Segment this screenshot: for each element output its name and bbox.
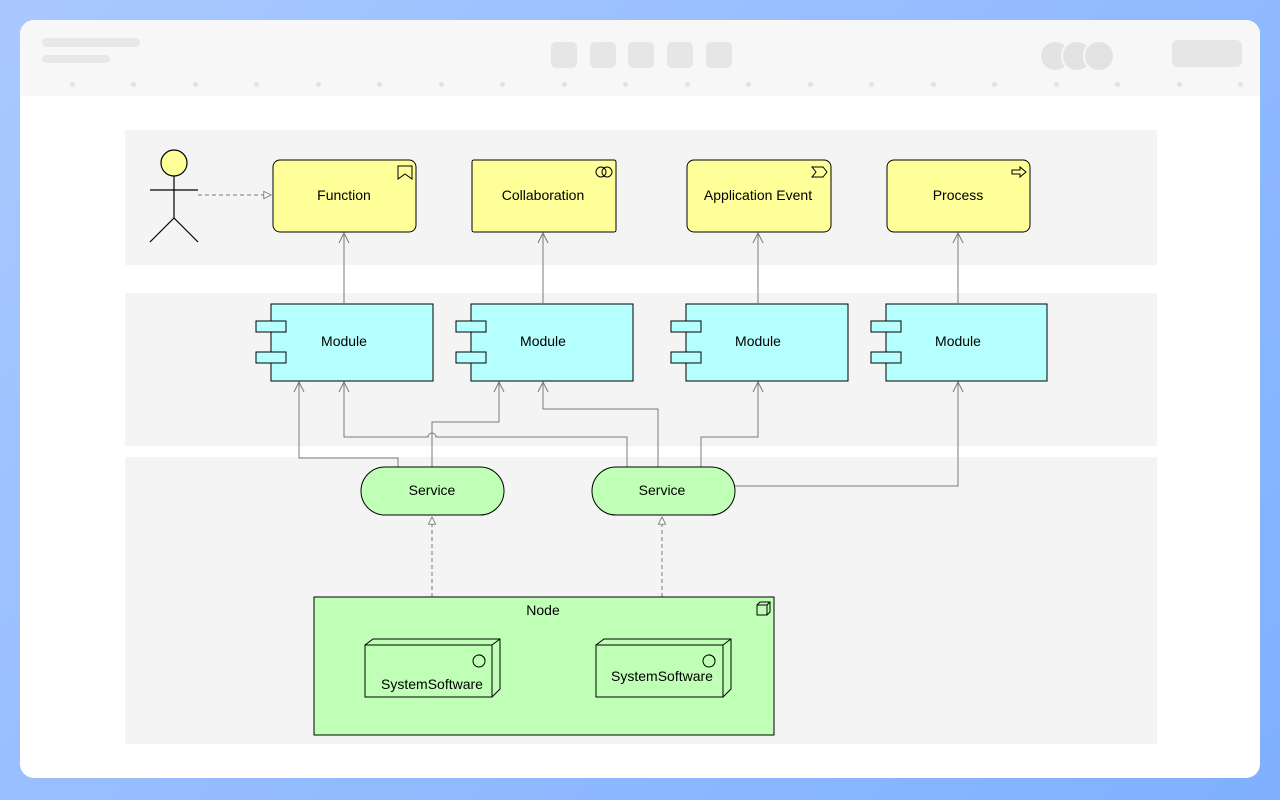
business-process[interactable]: Process <box>886 159 1031 233</box>
app-window: Function Collaboration Application Event… <box>20 20 1260 778</box>
ruler-dot <box>377 82 382 87</box>
toolbar-button-1[interactable] <box>551 42 577 68</box>
function-bookmark-icon <box>397 165 413 180</box>
ruler-dot <box>1115 82 1120 87</box>
application-module[interactable]: Module <box>870 303 1048 382</box>
element-label: Service <box>409 482 456 498</box>
element-label: Module <box>935 333 981 349</box>
business-collaboration[interactable]: Collaboration <box>471 159 617 233</box>
collaboration-circles-icon <box>595 166 613 178</box>
share-button[interactable] <box>1172 40 1242 67</box>
ruler-dot <box>869 82 874 87</box>
node-label: Node <box>526 602 560 618</box>
toolbar-button-5[interactable] <box>706 42 732 68</box>
system-software-icon <box>472 654 486 668</box>
technology-service[interactable]: Service <box>591 466 736 516</box>
element-label: SystemSoftware <box>381 676 483 692</box>
application-module[interactable]: Module <box>255 303 434 382</box>
avatar[interactable] <box>1083 40 1115 72</box>
application-event[interactable]: Application Event <box>686 159 832 233</box>
event-chevron-icon <box>810 166 828 178</box>
ruler-dot <box>1177 82 1182 87</box>
element-label: Service <box>639 482 686 498</box>
system-software[interactable]: SystemSoftware <box>595 638 732 698</box>
element-label: Module <box>735 333 781 349</box>
technology-service[interactable]: Service <box>360 466 505 516</box>
element-label: Application Event <box>704 187 812 203</box>
element-label: Module <box>321 333 367 349</box>
element-label: Function <box>317 187 371 203</box>
process-arrow-icon <box>1011 165 1027 179</box>
connector-line[interactable] <box>344 382 628 467</box>
toolbar-button-2[interactable] <box>590 42 616 68</box>
connector-line[interactable] <box>543 382 659 467</box>
connector-line[interactable] <box>700 382 758 467</box>
ruler-dot <box>316 82 321 87</box>
toolbar-button-3[interactable] <box>628 42 654 68</box>
element-label: Collaboration <box>502 187 585 203</box>
ruler-dot <box>562 82 567 87</box>
ruler-dot <box>992 82 997 87</box>
ruler-dot <box>746 82 751 87</box>
element-label: Module <box>520 333 566 349</box>
ruler-dot <box>193 82 198 87</box>
ruler-dot <box>931 82 936 87</box>
ruler-dot <box>439 82 444 87</box>
ruler-dot <box>1238 82 1243 87</box>
toolbar-button-4[interactable] <box>667 42 693 68</box>
ruler-dot <box>254 82 259 87</box>
ruler-dot <box>1054 82 1059 87</box>
diagram-canvas: Function Collaboration Application Event… <box>125 130 1157 744</box>
stick-figure-actor-icon[interactable] <box>149 149 199 243</box>
system-software-icon <box>702 654 716 668</box>
node-box-icon <box>756 601 771 616</box>
system-software[interactable]: SystemSoftware <box>364 638 501 698</box>
application-module[interactable]: Module <box>455 303 634 382</box>
ruler-dot <box>623 82 628 87</box>
ruler-dot <box>685 82 690 87</box>
element-label: SystemSoftware <box>611 668 713 684</box>
connector-line[interactable] <box>735 382 958 487</box>
business-function[interactable]: Function <box>272 159 417 233</box>
toolbar <box>20 20 1260 96</box>
connector-line[interactable] <box>431 382 499 467</box>
ruler-dot <box>70 82 75 87</box>
element-label: Process <box>933 187 984 203</box>
ruler-dot <box>500 82 505 87</box>
subtitle-placeholder <box>42 55 110 63</box>
application-module[interactable]: Module <box>670 303 849 382</box>
ruler-dot <box>131 82 136 87</box>
title-placeholder <box>42 38 140 47</box>
connector-line[interactable] <box>299 382 399 467</box>
ruler-dot <box>808 82 813 87</box>
